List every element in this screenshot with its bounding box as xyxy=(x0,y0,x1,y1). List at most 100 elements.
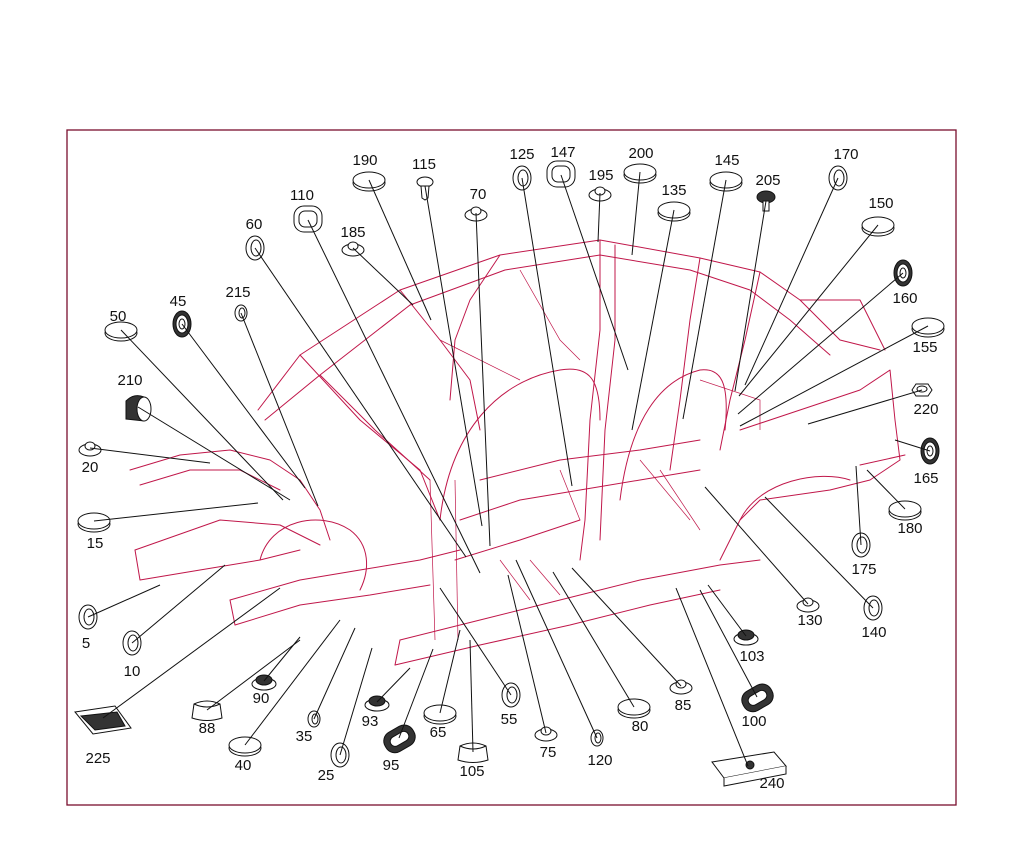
callout-label-155: 155 xyxy=(912,339,937,356)
leader-line-15 xyxy=(93,502,259,522)
callout-label-240: 240 xyxy=(759,775,784,792)
small-grommet-icon xyxy=(796,597,820,613)
callout-label-220: 220 xyxy=(913,401,938,418)
callout-label-80: 80 xyxy=(632,718,649,735)
leader-line-125 xyxy=(521,177,573,487)
leader-line-65 xyxy=(439,629,461,714)
callout-label-88: 88 xyxy=(199,720,216,737)
leader-line-20 xyxy=(89,447,211,464)
callout-label-5: 5 xyxy=(82,635,90,652)
callout-label-150: 150 xyxy=(868,195,893,212)
leader-lines xyxy=(87,171,931,767)
callout-label-195: 195 xyxy=(588,167,613,184)
leader-line-180 xyxy=(866,469,906,510)
leader-line-35 xyxy=(313,627,356,720)
leader-line-50 xyxy=(120,329,284,501)
leader-line-10 xyxy=(131,564,226,644)
leader-line-120 xyxy=(515,559,598,739)
leader-line-215 xyxy=(240,312,319,507)
callout-label-50: 50 xyxy=(110,308,127,325)
oval-plug-icon xyxy=(423,704,457,725)
callout-label-180: 180 xyxy=(897,520,922,537)
leader-line-75 xyxy=(507,574,547,734)
leader-line-135 xyxy=(631,209,675,431)
callout-label-160: 160 xyxy=(892,290,917,307)
screw-icon xyxy=(756,190,776,212)
leader-line-115 xyxy=(424,185,483,527)
cup-grommet-icon xyxy=(733,629,759,646)
callout-label-175: 175 xyxy=(851,561,876,578)
callout-label-100: 100 xyxy=(741,713,766,730)
leader-line-95 xyxy=(398,648,434,739)
leader-line-190 xyxy=(368,179,432,321)
cap-grommet-icon xyxy=(125,395,152,422)
diagram-frame xyxy=(66,129,957,806)
callout-label-215: 215 xyxy=(225,284,250,301)
leader-line-70 xyxy=(475,212,491,547)
leader-line-40 xyxy=(244,619,341,746)
oval-plug-icon xyxy=(861,216,895,237)
callout-label-165: 165 xyxy=(913,470,938,487)
callout-label-170: 170 xyxy=(833,146,858,163)
leader-line-93 xyxy=(376,667,411,703)
callout-label-15: 15 xyxy=(87,535,104,552)
callout-label-45: 45 xyxy=(170,293,187,310)
small-grommet-icon xyxy=(669,679,693,695)
leader-line-165 xyxy=(894,439,931,452)
leader-line-80 xyxy=(552,571,635,708)
callout-label-70: 70 xyxy=(470,186,487,203)
slotted-grommet-icon xyxy=(741,683,774,713)
leader-line-150 xyxy=(738,224,879,397)
leader-line-88 xyxy=(206,639,301,711)
leader-line-170 xyxy=(744,177,839,386)
leader-line-103 xyxy=(707,584,747,637)
callout-label-147: 147 xyxy=(550,144,575,161)
rounded-rect-plug-icon xyxy=(293,205,323,233)
callout-label-40: 40 xyxy=(235,757,252,774)
leader-line-140 xyxy=(764,496,874,609)
parts-layer xyxy=(74,160,945,787)
callout-label-65: 65 xyxy=(430,724,447,741)
callout-label-85: 85 xyxy=(675,697,692,714)
leader-line-5 xyxy=(87,584,161,618)
leader-line-90 xyxy=(263,636,301,682)
callout-label-60: 60 xyxy=(246,216,263,233)
car-body-shell xyxy=(129,239,906,666)
cup-grommet-icon xyxy=(364,695,390,712)
leader-line-155 xyxy=(739,325,929,427)
leader-line-55 xyxy=(439,587,512,696)
leader-line-130 xyxy=(704,486,809,605)
callout-label-93: 93 xyxy=(362,713,379,730)
small-grommet-icon xyxy=(534,726,558,742)
callout-label-140: 140 xyxy=(861,624,886,641)
leader-line-200 xyxy=(631,171,641,256)
leader-line-100 xyxy=(699,589,758,698)
leader-line-145 xyxy=(682,179,727,420)
callout-label-35: 35 xyxy=(296,728,313,745)
small-grommet-icon xyxy=(78,441,102,457)
leader-line-105 xyxy=(469,639,474,753)
callout-label-125: 125 xyxy=(509,146,534,163)
leader-line-225 xyxy=(102,587,281,719)
callout-label-25: 25 xyxy=(318,767,335,784)
leader-line-60 xyxy=(254,247,467,558)
leader-line-210 xyxy=(137,406,291,501)
callout-label-130: 130 xyxy=(797,612,822,629)
oval-plug-icon xyxy=(657,201,691,222)
callout-label-103: 103 xyxy=(739,648,764,665)
leader-line-45 xyxy=(181,323,306,489)
leader-line-240 xyxy=(675,587,749,767)
leader-line-175 xyxy=(855,465,862,546)
wedge-bracket-icon xyxy=(74,705,132,735)
callout-label-20: 20 xyxy=(82,459,99,476)
leader-line-110 xyxy=(307,219,481,574)
callout-label-200: 200 xyxy=(628,145,653,162)
small-grommet-icon xyxy=(341,241,365,257)
callout-label-90: 90 xyxy=(253,690,270,707)
callout-labels: 5101520253540455055606570758085889093951… xyxy=(82,144,939,792)
oval-plug-icon xyxy=(911,317,945,338)
callout-label-95: 95 xyxy=(383,757,400,774)
leader-line-205 xyxy=(734,200,767,392)
slotted-grommet-icon xyxy=(383,724,416,754)
